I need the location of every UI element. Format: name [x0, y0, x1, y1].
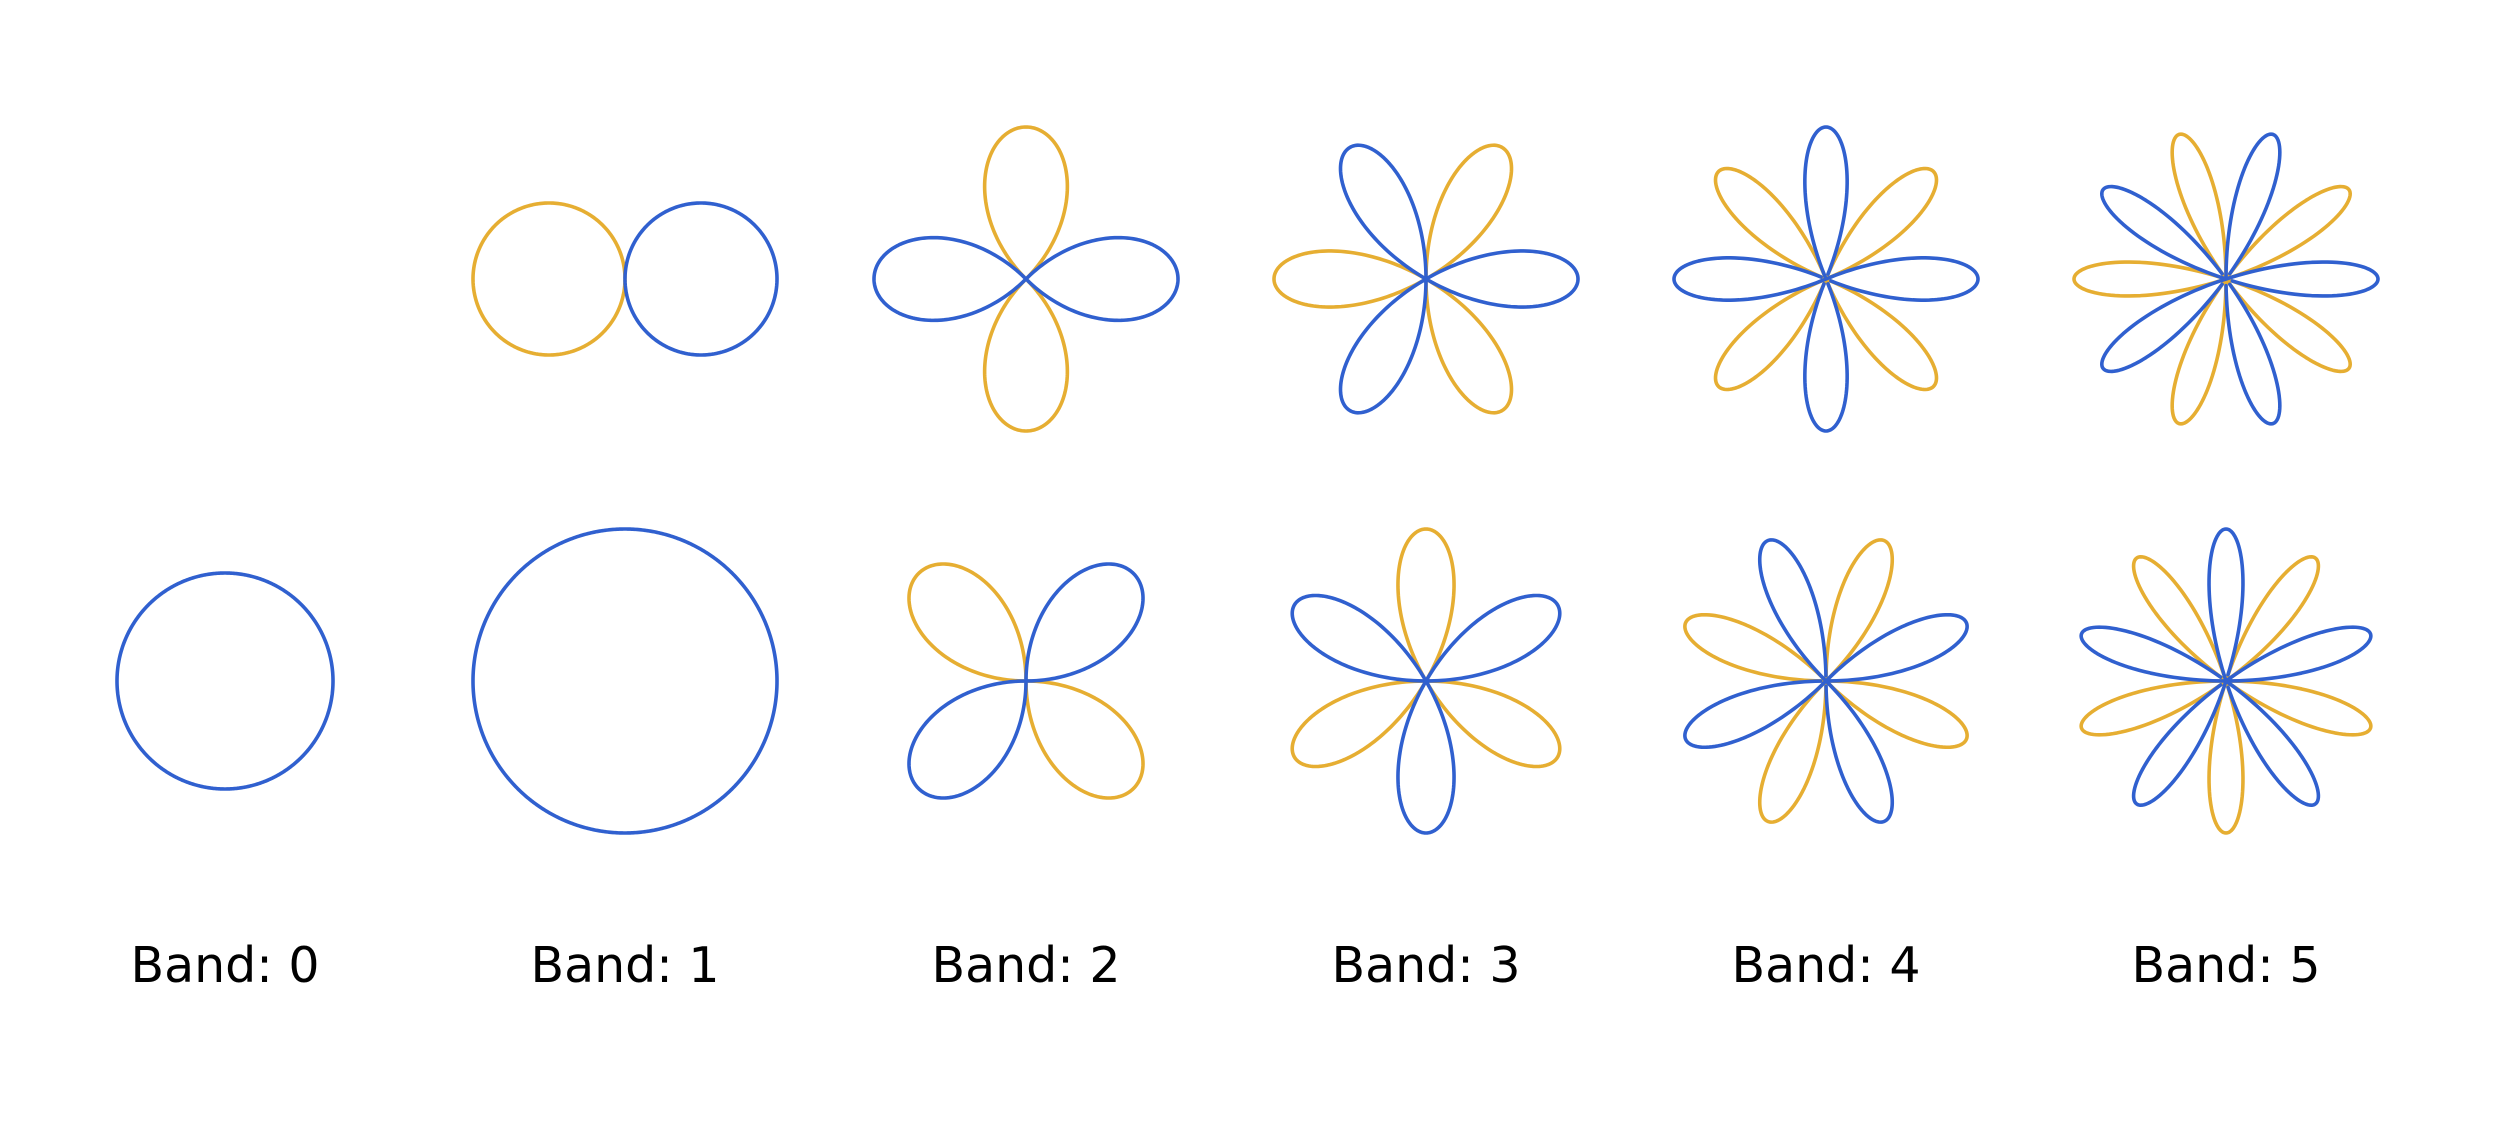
band-1-label: Band: 1 — [530, 937, 719, 994]
band-3-label: Band: 3 — [1331, 937, 1520, 994]
band-4-function-1 — [1683, 538, 1969, 824]
band-4-function-0 — [1672, 125, 1980, 433]
band-0-function-0 — [115, 571, 335, 791]
positive-lobes — [872, 235, 1180, 323]
band-5-function-0 — [2072, 132, 2380, 426]
band-2-function-0 — [872, 125, 1180, 433]
positive-lobes — [115, 571, 335, 791]
band-5-label: Band: 5 — [2131, 937, 2320, 994]
positive-lobes — [2100, 132, 2380, 426]
labels-layer: Band: 0 Band: 1 Band: 2 Band: 3 Band: 4 … — [130, 937, 2320, 994]
band-1-function-1 — [471, 527, 779, 835]
band-0-label: Band: 0 — [130, 937, 319, 994]
band-4-label: Band: 4 — [1731, 937, 1920, 994]
negative-lobes — [1713, 166, 1939, 392]
negative-lobes — [2072, 132, 2352, 426]
positive-lobes — [1338, 143, 1580, 415]
band-2-label: Band: 2 — [931, 937, 1120, 994]
negative-lobes — [1683, 538, 1969, 824]
band-3-function-1 — [1290, 527, 1562, 835]
negative-lobes — [2079, 555, 2373, 835]
negative-lobes — [1290, 527, 1562, 769]
positive-lobes — [471, 527, 779, 835]
positive-lobes — [1290, 593, 1562, 835]
positive-lobes — [2079, 527, 2373, 807]
negative-lobes — [907, 562, 1145, 800]
band-5-function-1 — [2079, 527, 2373, 835]
lobes-layer — [115, 125, 2380, 835]
band-2-function-1 — [907, 562, 1145, 800]
negative-lobes — [982, 125, 1070, 433]
positive-lobes — [623, 201, 779, 357]
positive-lobes — [907, 562, 1145, 800]
negative-lobes — [471, 201, 627, 357]
positive-lobes — [1672, 125, 1980, 433]
band-1-function-0 — [471, 201, 779, 357]
positive-lobes — [1683, 538, 1969, 824]
band-3-function-0 — [1272, 143, 1580, 415]
negative-lobes — [1272, 143, 1514, 415]
